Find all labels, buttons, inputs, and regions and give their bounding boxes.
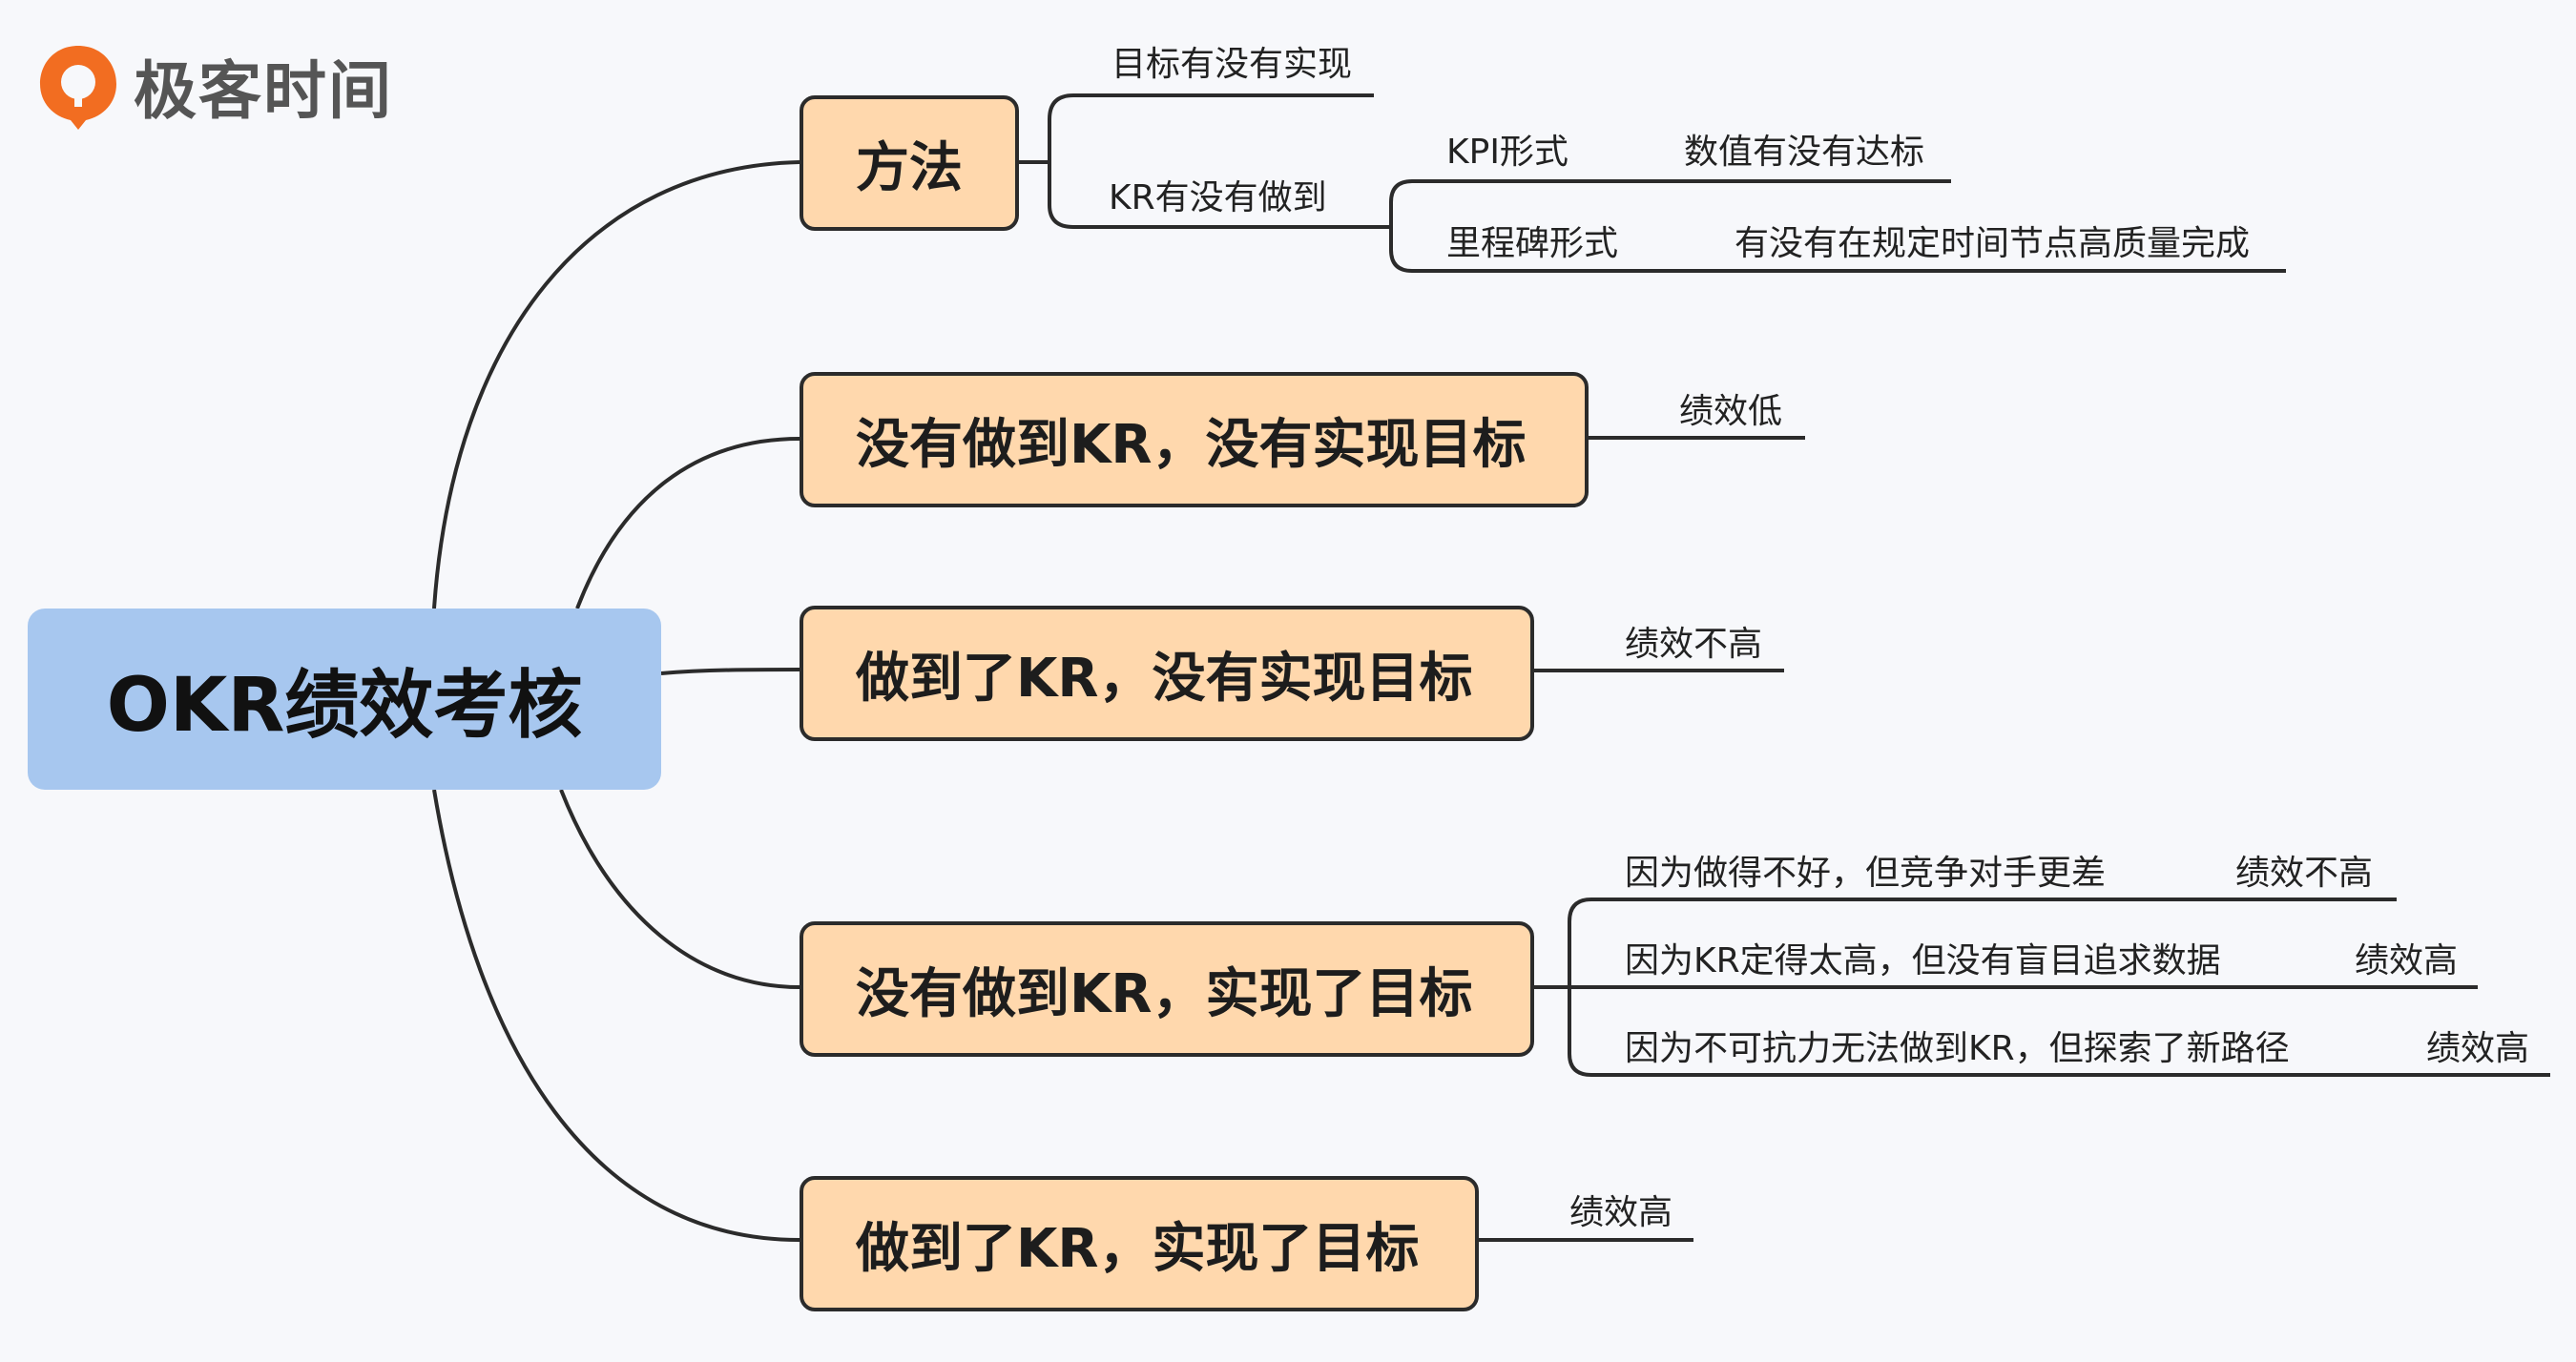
method-goal: 目标有没有实现 [1111,45,1353,84]
branch-no-kr-goal: 没有做到KR，实现了目标 [800,921,1534,1057]
brand-logo: 极客时间 [34,40,393,132]
reason-kr-too-high: 因为KR定得太高，但没有盲目追求数据 [1625,941,2221,980]
geektime-logo-icon [40,46,116,130]
milestone-check: 有没有在规定时间节点高质量完成 [1735,224,2251,263]
milestone-type: 里程碑形式 [1446,224,1619,263]
root-node: OKR绩效考核 [28,609,661,790]
branch-method: 方法 [800,95,1019,231]
branch-no-kr-no-goal: 没有做到KR，没有实现目标 [800,372,1589,507]
result-low: 绩效低 [1679,392,1783,431]
kpi-type: KPI形式 [1446,133,1568,172]
result-not-high: 绩效不高 [1625,625,1763,664]
reason-force-majeure: 因为不可抗力无法做到KR，但探索了新路径 [1625,1029,2290,1068]
branch-kr-goal: 做到了KR，实现了目标 [800,1176,1479,1311]
brand-name: 极客时间 [134,54,393,128]
reason-competitor-worse: 因为做得不好，但竞争对手更差 [1625,854,2107,893]
kpi-check: 数值有没有达标 [1684,133,1925,172]
result-high: 绩效高 [1569,1193,1673,1232]
reason-result: 绩效高 [2426,1029,2530,1068]
method-kr: KR有没有做到 [1109,178,1327,217]
reason-result: 绩效不高 [2235,854,2374,893]
reason-result: 绩效高 [2355,941,2459,980]
branch-kr-no-goal: 做到了KR，没有实现目标 [800,606,1534,741]
